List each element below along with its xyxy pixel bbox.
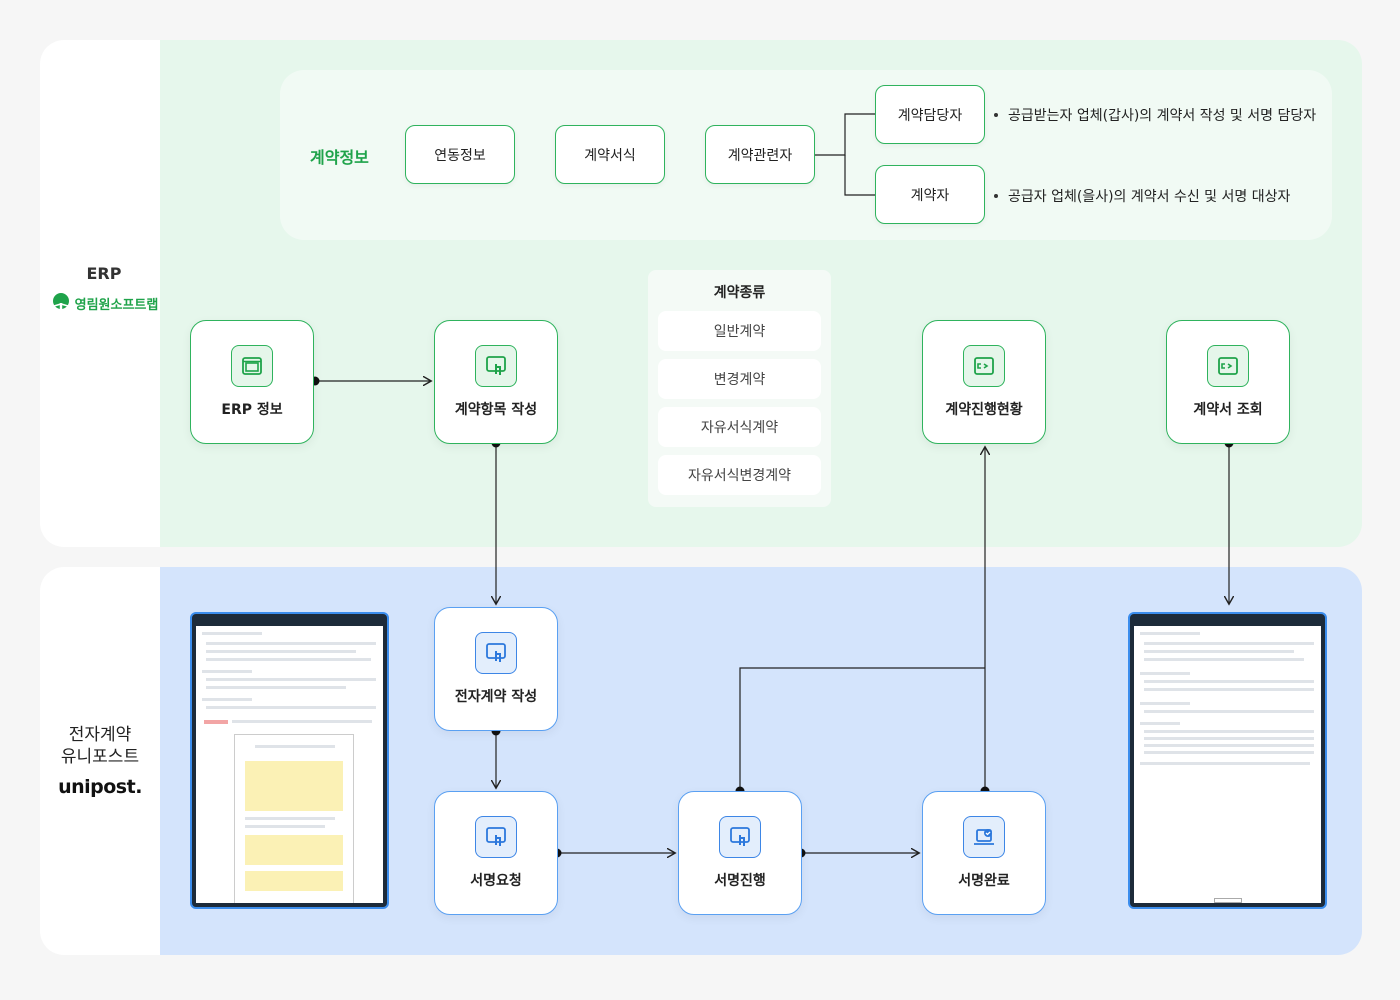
contractor-desc: 공급자 업체(을사)의 계약서 수신 및 서명 대상자 — [994, 185, 1290, 207]
touch-screen-icon — [475, 632, 517, 674]
contract-lookup-label: 계약서 조회 — [1193, 402, 1263, 418]
sign-request-label: 서명요청 — [470, 873, 522, 889]
contract-lookup-screenshot — [1128, 612, 1327, 909]
erp-info-node[interactable]: ERP 정보 — [190, 320, 314, 444]
touch-screen-icon — [475, 816, 517, 858]
contractor-pill: 계약자 — [875, 165, 985, 224]
econtract-form-screenshot — [190, 612, 389, 909]
contract-type-general: 일반계약 — [658, 311, 821, 351]
contract-manager-desc: 공급받는자 업체(갑사)의 계약서 작성 및 서명 담당자 — [994, 104, 1316, 126]
window-icon — [231, 345, 273, 387]
contractor-desc-text: 공급자 업체(을사)의 계약서 수신 및 서명 대상자 — [1008, 189, 1291, 205]
contract-type-freeform: 자유서식계약 — [658, 407, 821, 447]
contract-manager-desc-text: 공급받는자 업체(갑사)의 계약서 작성 및 서명 담당자 — [1008, 108, 1317, 124]
touch-screen-icon — [475, 345, 517, 387]
linkage-info-pill: 연동정보 — [405, 125, 515, 184]
tree-logo-icon — [52, 293, 69, 313]
contract-manager-pill: 계약담당자 — [875, 85, 985, 144]
bullet-dot — [994, 194, 998, 198]
unipost-title-line1: 전자계약 — [68, 725, 132, 745]
contract-type-freeform-change: 자유서식변경계약 — [658, 455, 821, 495]
tablet-screen — [1134, 618, 1321, 903]
unipost-label-panel — [40, 567, 170, 955]
progress-status-node[interactable]: 계약진행현황 — [922, 320, 1046, 444]
brand-logo: 영림원소프트랩 — [44, 292, 164, 314]
contract-info-heading: 계약정보 — [310, 148, 369, 167]
sign-progress-node[interactable]: 서명진행 — [678, 791, 802, 915]
progress-status-label: 계약진행현황 — [945, 402, 1023, 418]
erp-title: ERP — [86, 264, 122, 283]
contract-form-pill: 계약서식 — [555, 125, 665, 184]
sign-complete-node[interactable]: 서명완료 — [922, 791, 1046, 915]
unipost-logo: unipost. — [58, 776, 142, 798]
item-write-label: 계약항목 작성 — [454, 402, 538, 418]
tablet-screen — [196, 618, 383, 903]
sign-request-node[interactable]: 서명요청 — [434, 791, 558, 915]
contract-types-heading: 계약종류 — [713, 285, 766, 301]
contract-parties-pill: 계약관련자 — [705, 125, 815, 184]
sign-progress-label: 서명진행 — [714, 873, 766, 889]
terminal-icon — [1207, 345, 1249, 387]
laptop-check-icon — [963, 816, 1005, 858]
unipost-title-line2: 유니포스트 — [60, 747, 140, 767]
contract-lookup-node[interactable]: 계약서 조회 — [1166, 320, 1290, 444]
terminal-icon — [963, 345, 1005, 387]
touch-screen-icon — [719, 816, 761, 858]
erp-info-label: ERP 정보 — [221, 402, 283, 418]
brand-name: 영림원소프트랩 — [74, 297, 159, 313]
contract-type-change: 변경계약 — [658, 359, 821, 399]
econtract-write-label: 전자계약 작성 — [454, 689, 538, 705]
bullet-dot — [994, 113, 998, 117]
item-write-node[interactable]: 계약항목 작성 — [434, 320, 558, 444]
econtract-write-node[interactable]: 전자계약 작성 — [434, 607, 558, 731]
sign-complete-label: 서명완료 — [958, 873, 1010, 889]
